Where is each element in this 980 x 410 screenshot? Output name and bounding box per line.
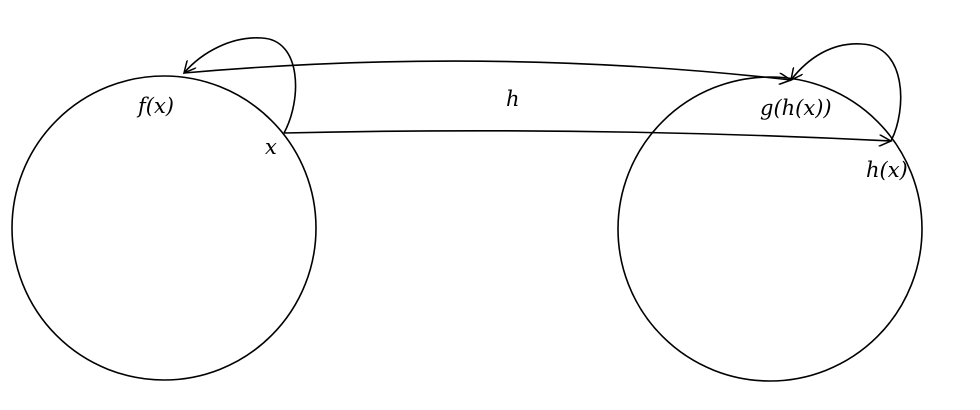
label-fx: f(x)	[136, 94, 174, 118]
codomain-set-circle	[617, 76, 923, 382]
domain-set-circle	[11, 75, 317, 381]
label-h: h	[506, 87, 520, 111]
label-x: x	[265, 135, 277, 159]
g-loop-arrow	[791, 43, 902, 142]
label-ghx: g(h(x))	[760, 96, 832, 120]
h-arrow-fx-to-ghx	[183, 60, 791, 80]
f-loop-arrow	[184, 37, 297, 134]
h-arrow-x-to-hx	[283, 129, 891, 141]
label-hx: h(x)	[866, 158, 908, 182]
